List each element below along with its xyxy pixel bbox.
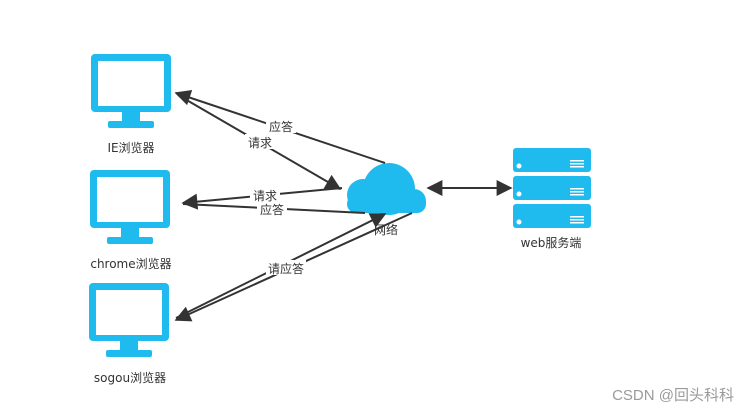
- monitor-icon: [91, 54, 171, 128]
- edge-label-sogou: 请应答: [268, 261, 304, 276]
- edge-label-chrome-request: 请求: [253, 189, 277, 203]
- monitor-icon: [89, 283, 169, 357]
- client-chrome: chrome浏览器: [90, 170, 172, 271]
- monitor-icon: [90, 170, 170, 244]
- edge-label-chrome-response: 应答: [260, 202, 284, 217]
- watermark: CSDN @回头科科: [612, 387, 734, 404]
- client-ie: IE浏览器: [91, 54, 171, 155]
- client-label: sogou浏览器: [94, 370, 166, 385]
- client-label: IE浏览器: [107, 140, 154, 155]
- server-label: web服务端: [521, 235, 582, 250]
- edge-label-ie-request: 请求: [248, 136, 272, 150]
- network-node: 网络: [347, 163, 426, 237]
- client-sogou: sogou浏览器: [89, 283, 169, 385]
- server-rack-icon: [513, 148, 591, 228]
- server-node: web服务端: [513, 148, 591, 250]
- client-label: chrome浏览器: [90, 256, 171, 271]
- cloud-icon: [347, 163, 426, 215]
- edge-label-ie-response: 应答: [269, 119, 293, 134]
